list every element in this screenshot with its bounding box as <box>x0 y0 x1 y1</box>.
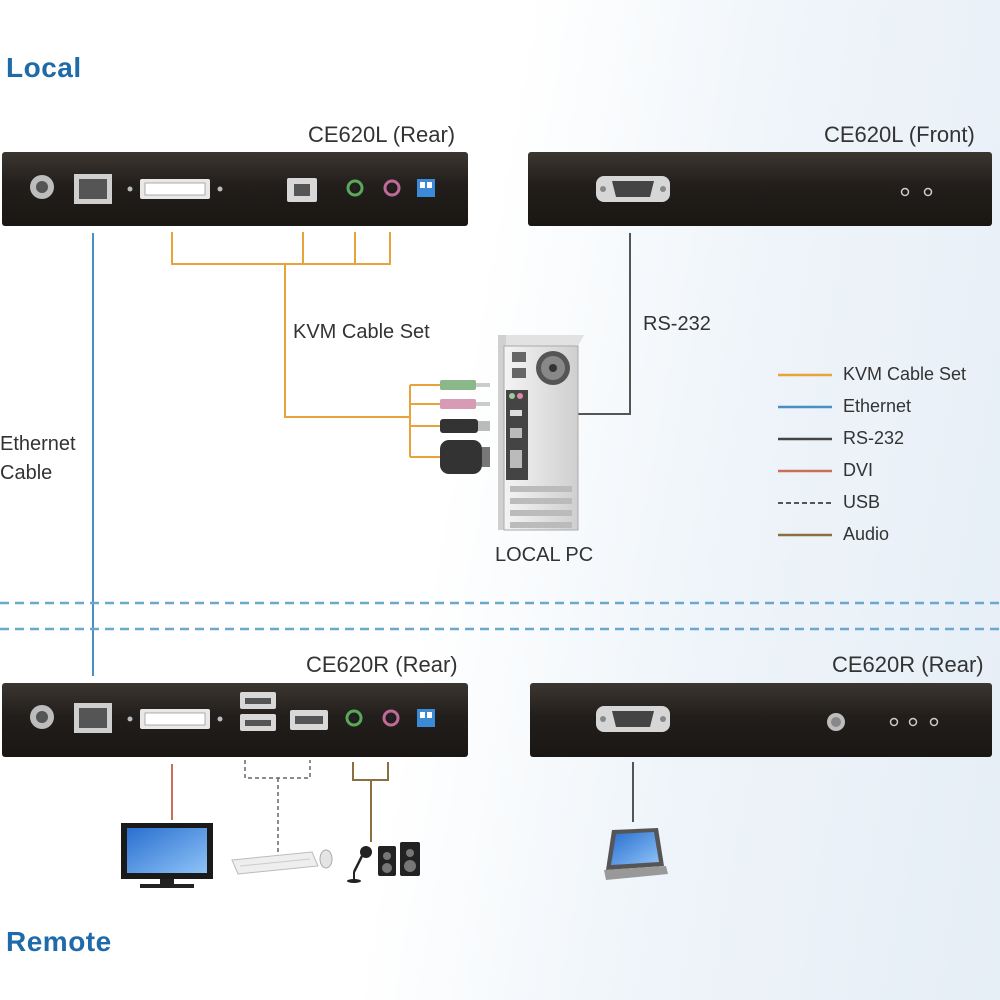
led-icon <box>889 717 899 727</box>
usb-b-port-icon <box>287 178 317 202</box>
rs232-label: RS-232 <box>643 313 711 335</box>
dvi-port-icon <box>127 179 223 199</box>
microphone-icon <box>347 846 372 883</box>
legend-item-dvi: DVI <box>843 460 874 480</box>
audio-cable-lines <box>352 762 389 842</box>
led-icon <box>929 717 939 727</box>
mouse-icon <box>319 849 333 869</box>
dvi-plug-icon <box>440 440 490 474</box>
remote-rear-title-2: CE620R (Rear) <box>832 652 984 677</box>
audio-plug-green-icon <box>440 380 490 390</box>
led-icon <box>923 187 933 197</box>
speakers-icon <box>378 842 420 876</box>
ce620l-front-device <box>528 152 992 226</box>
kvm-cable-set-lines <box>171 232 440 458</box>
ethernet-cable-label-line2: Cable <box>0 462 53 484</box>
power-jack-icon <box>30 705 54 729</box>
audio-jack-green-icon <box>346 179 364 197</box>
ethernet-cable-label-line1: Ethernet <box>0 433 76 455</box>
local-front-title: CE620L (Front) <box>824 122 975 147</box>
audio-jack-pink-icon <box>382 709 400 727</box>
dip-switch-icon <box>417 709 435 727</box>
legend-item-audio: Audio <box>843 524 890 544</box>
ce620r-rear-device-2 <box>530 683 992 757</box>
button-icon <box>827 713 845 731</box>
led-icon <box>900 187 910 197</box>
legend-item-usb: USB <box>843 492 881 512</box>
ce620l-rear-device <box>2 152 468 226</box>
legend-item-rs232: RS-232 <box>843 428 905 448</box>
keyboard-icon <box>231 851 319 875</box>
rs232-port-icon <box>596 176 670 202</box>
ce620r-rear-device <box>2 683 468 757</box>
audio-jack-green-icon <box>345 709 363 727</box>
local-rear-title: CE620L (Rear) <box>308 122 456 147</box>
legend-item-ethernet: Ethernet <box>843 396 912 416</box>
rj45-port-icon <box>74 174 112 204</box>
kvm-cable-set-label: KVM Cable Set <box>293 321 430 343</box>
local-pc-label: LOCAL PC <box>495 544 594 566</box>
rs232-cable-line <box>578 233 631 415</box>
power-jack-icon <box>30 175 54 199</box>
usb-a-port-icon <box>290 710 328 730</box>
touch-panel-icon <box>604 828 668 880</box>
remote-section-label: Remote <box>6 926 112 957</box>
rj45-port-icon <box>74 703 112 733</box>
dip-switch-icon <box>417 179 435 197</box>
usb-cable-lines <box>244 760 311 852</box>
legend-lines <box>778 373 832 537</box>
led-icon <box>908 717 918 727</box>
rs232-port-icon <box>596 706 670 732</box>
pc-tower-icon <box>498 335 584 531</box>
monitor-icon <box>121 823 213 888</box>
usb-a-dual-port-icon <box>240 692 276 731</box>
remote-rear-title: CE620R (Rear) <box>306 652 458 677</box>
dvi-port-icon <box>127 709 223 729</box>
usb-plug-icon <box>440 419 490 433</box>
legend-item-kvm-cable-set: KVM Cable Set <box>843 364 967 384</box>
audio-jack-pink-icon <box>383 179 401 197</box>
local-section-label: Local <box>6 52 82 83</box>
audio-plug-pink-icon <box>440 399 490 409</box>
